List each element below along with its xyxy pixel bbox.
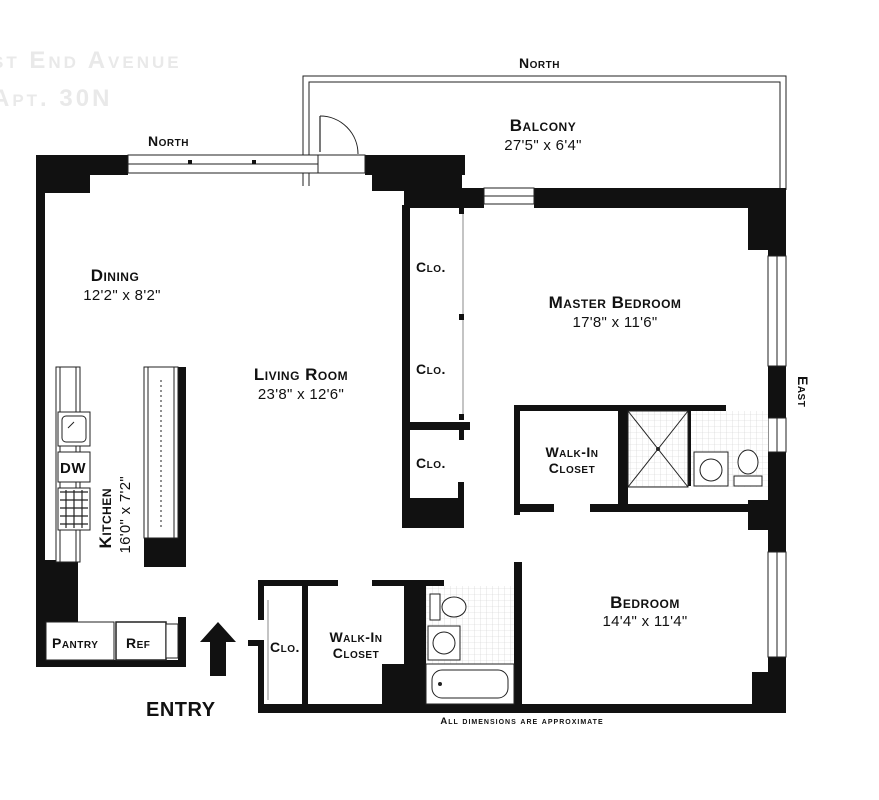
ref-label: Ref xyxy=(126,635,150,651)
master-bedroom-dims: 17'8" x 11'6" xyxy=(572,314,657,331)
closet-label-1: Clo. xyxy=(416,259,446,275)
compass-east: East xyxy=(795,376,811,407)
exterior-walls xyxy=(36,155,786,713)
kitchen-dims: 16'0" x 7'2" xyxy=(117,476,134,554)
kitchen-name: Kitchen xyxy=(96,488,115,548)
bedroom-name: Bedroom xyxy=(610,593,680,612)
bath-toilet-icon xyxy=(429,593,467,621)
bedroom-dims: 14'4" x 11'4" xyxy=(602,613,687,630)
pantry-label: Pantry xyxy=(52,635,98,651)
dishwasher-label: DW xyxy=(60,460,86,477)
balcony-door xyxy=(319,115,359,155)
north-window-master xyxy=(483,187,535,205)
living-room-dims: 23'8" x 12'6" xyxy=(258,386,344,403)
entry-label: ENTRY xyxy=(146,699,216,721)
master-toilet-icon xyxy=(733,449,763,487)
interior-walls xyxy=(144,205,770,710)
balcony-dims: 27'5" x 6'4" xyxy=(504,137,582,154)
master-bedroom-name: Master Bedroom xyxy=(549,293,682,312)
walkin-closet-master-line2: Closet xyxy=(549,460,595,476)
dining-name: Dining xyxy=(91,266,140,285)
pantry-box xyxy=(45,621,115,661)
dishwasher xyxy=(57,451,91,483)
walkin-closet-master-line1: Walk-In xyxy=(545,444,598,460)
living-room-name: Living Room xyxy=(254,365,348,384)
master-sink-icon xyxy=(693,451,729,487)
refrigerator-box xyxy=(115,621,179,661)
stove-icon xyxy=(57,487,91,531)
walkin-closet-hall-line2: Closet xyxy=(333,645,379,661)
compass-north-left: North xyxy=(148,133,189,149)
walkin-closet-hall-line1: Walk-In xyxy=(329,629,382,645)
north-window-living xyxy=(127,154,366,174)
bath-sink-icon xyxy=(427,625,461,661)
approximate-footnote: All dimensions are approximate xyxy=(440,716,603,727)
bathtub-icon xyxy=(425,663,515,705)
dining-dims: 12'2" x 8'2" xyxy=(83,287,161,304)
balcony-name: Balcony xyxy=(510,116,576,135)
address-line2: Apt. 30N xyxy=(0,85,112,112)
kitchen-sink xyxy=(57,411,91,447)
address-line1: st End Avenue xyxy=(0,47,182,74)
master-shower xyxy=(627,410,689,488)
entry-arrow-icon xyxy=(200,622,236,676)
east-windows xyxy=(767,255,787,658)
closet-label-2: Clo. xyxy=(416,361,446,377)
closet-label-3: Clo. xyxy=(416,455,446,471)
compass-north-top: North xyxy=(519,55,560,71)
closet-label-4: Clo. xyxy=(270,639,300,655)
balcony-outline xyxy=(302,75,787,190)
